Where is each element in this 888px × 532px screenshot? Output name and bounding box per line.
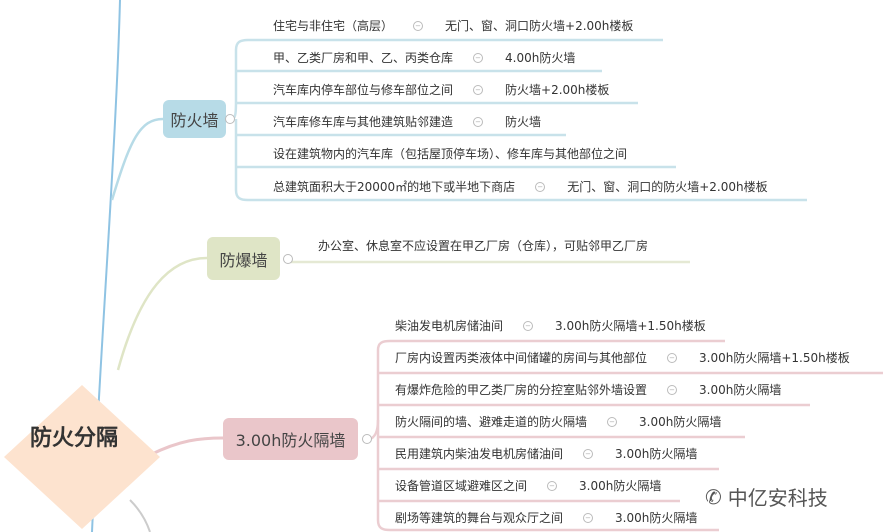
collapse-toggle[interactable]: − [523, 320, 534, 331]
leaf-value: 3.00h防火隔墙 [615, 511, 698, 525]
leaf-value: 无门、窗、洞口的防火墙+2.00h楼板 [567, 180, 768, 194]
leaf-item[interactable]: 民用建筑内柴油发电机房储油间 − 3.00h防火隔墙 [395, 445, 697, 462]
leaf-text: 甲、乙类厂房和甲、乙、丙类仓库 [273, 51, 454, 65]
leaf-value: 3.00h防火隔墙 [639, 415, 722, 429]
center-diamond [4, 385, 160, 529]
leaf-value: 防火墙 [505, 115, 542, 129]
leaf-item[interactable]: 设备管道区域避难区之间 − 3.00h防火隔墙 [395, 477, 661, 494]
watermark: ✆中亿安科技 [705, 482, 828, 511]
leaf-value: 4.00h防火墙 [505, 51, 576, 65]
leaf-item[interactable]: 剧场等建筑的舞台与观众厅之间 − 3.00h防火隔墙 [395, 509, 697, 526]
collapse-toggle[interactable]: − [473, 116, 484, 127]
leaf-item[interactable]: 总建筑面积大于20000㎡的地下或半地下商店 − 无门、窗、洞口的防火墙+2.00h… [273, 178, 768, 195]
watermark-text: 中亿安科技 [727, 486, 828, 510]
central-topic[interactable]: 防火分隔 [30, 426, 119, 451]
branch-fire-partition[interactable]: 3.00h防火隔墙 [223, 418, 358, 460]
leaf-value: 3.00h防火隔墙 [699, 383, 782, 397]
leaf-text: 汽车库内停车部位与修车部位之间 [273, 83, 454, 97]
leaf-text: 防火隔间的墙、避难走道的防火隔墙 [395, 415, 588, 429]
collapse-toggle[interactable]: − [535, 181, 546, 192]
leaf-item[interactable]: 汽车库内停车部位与修车部位之间 − 防火墙+2.00h楼板 [273, 81, 609, 98]
leaf-text: 柴油发电机房储油间 [395, 319, 504, 333]
collapse-toggle[interactable]: − [607, 416, 618, 427]
leaf-value: 3.00h防火隔墙+1.50h楼板 [699, 351, 850, 365]
leaf-text: 汽车库修车库与其他建筑贴邻建造 [273, 115, 454, 129]
collapse-toggle[interactable]: − [667, 384, 678, 395]
leaf-text: 办公室、休息室不应设置在甲乙厂房（仓库），可贴邻甲乙厂房 [318, 239, 649, 253]
leaf-text: 设备管道区域避难区之间 [395, 479, 528, 493]
collapse-toggle[interactable]: − [547, 480, 558, 491]
branch-fire-wall[interactable]: 防火墙 [163, 100, 226, 138]
collapse-toggle[interactable]: − [667, 352, 678, 363]
collapse-toggle[interactable] [362, 434, 372, 444]
leaf-item[interactable]: 设在建筑物内的汽车库（包括屋顶停车场）、修车库与其他部位之间 [273, 145, 627, 162]
leaf-value: 3.00h防火隔墙 [579, 479, 662, 493]
leaf-text: 总建筑面积大于20000㎡的地下或半地下商店 [273, 180, 516, 194]
leaf-text: 设在建筑物内的汽车库（包括屋顶停车场）、修车库与其他部位之间 [273, 147, 628, 161]
leaf-text: 厂房内设置丙类液体中间储罐的房间与其他部位 [395, 351, 648, 365]
leaf-item[interactable]: 甲、乙类厂房和甲、乙、丙类仓库 − 4.00h防火墙 [273, 49, 575, 66]
collapse-toggle[interactable] [283, 254, 293, 264]
leaf-value: 3.00h防火隔墙+1.50h楼板 [555, 319, 706, 333]
collapse-toggle[interactable]: − [583, 512, 594, 523]
leaf-item[interactable]: 厂房内设置丙类液体中间储罐的房间与其他部位 − 3.00h防火隔墙+1.50h楼板 [395, 349, 850, 366]
collapse-toggle[interactable]: − [583, 448, 594, 459]
leaf-item[interactable]: 防火隔间的墙、避难走道的防火隔墙 − 3.00h防火隔墙 [395, 413, 721, 430]
collapse-toggle[interactable] [225, 114, 235, 124]
collapse-toggle[interactable]: − [473, 84, 484, 95]
leaf-item[interactable]: 办公室、休息室不应设置在甲乙厂房（仓库），可贴邻甲乙厂房 [318, 237, 648, 254]
leaf-text: 民用建筑内柴油发电机房储油间 [395, 447, 564, 461]
wechat-icon: ✆ [705, 484, 722, 509]
leaf-value: 3.00h防火隔墙 [615, 447, 698, 461]
collapse-toggle[interactable]: − [413, 20, 424, 31]
leaf-item[interactable]: 有爆炸危险的甲乙类厂房的分控室贴邻外墙设置 − 3.00h防火隔墙 [395, 381, 781, 398]
leaf-text: 有爆炸危险的甲乙类厂房的分控室贴邻外墙设置 [395, 383, 648, 397]
leaf-text: 住宅与非住宅（高层） [273, 19, 394, 33]
collapse-toggle[interactable]: − [473, 52, 484, 63]
leaf-value: 无门、窗、洞口防火墙+2.00h楼板 [445, 19, 634, 33]
leaf-value: 防火墙+2.00h楼板 [505, 83, 610, 97]
leaf-item[interactable]: 汽车库修车库与其他建筑贴邻建造 − 防火墙 [273, 113, 541, 130]
leaf-text: 剧场等建筑的舞台与观众厅之间 [395, 511, 564, 525]
leaf-item[interactable]: 柴油发电机房储油间 − 3.00h防火隔墙+1.50h楼板 [395, 317, 706, 334]
leaf-item[interactable]: 住宅与非住宅（高层） − 无门、窗、洞口防火墙+2.00h楼板 [273, 17, 633, 34]
branch-blast-wall[interactable]: 防爆墙 [207, 237, 280, 280]
